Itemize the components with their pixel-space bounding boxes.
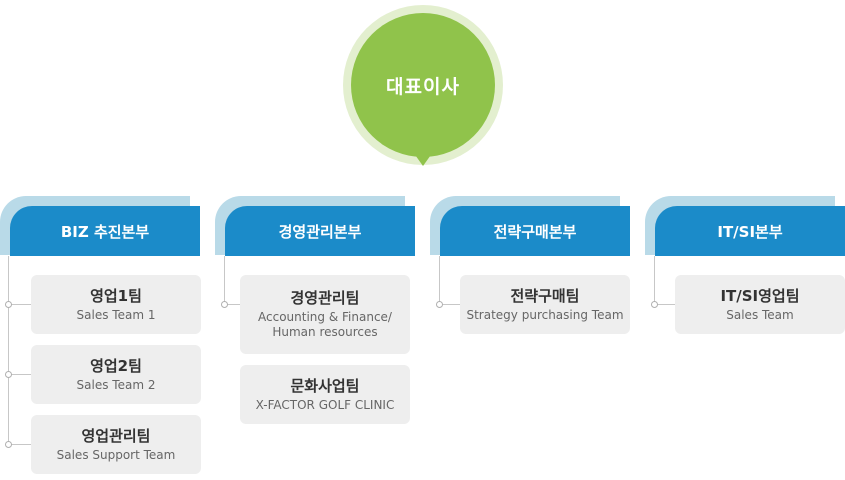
division-biz: BIZ 추진본부 xyxy=(0,196,200,256)
team-sales-2: 영업2팀 Sales Team 2 xyxy=(31,345,201,404)
team-english-name: X-FACTOR GOLF CLINIC xyxy=(255,397,395,412)
connector-dot xyxy=(5,441,12,448)
team-english-name: Sales Support Team xyxy=(56,447,176,462)
team-strategy-purchasing: 전략구매팀 Strategy purchasing Team xyxy=(460,275,630,334)
division-label: IT/SI본부 xyxy=(717,222,783,241)
connector-line xyxy=(654,256,655,304)
team-management: 경영관리팀 Accounting & Finance/ Human resour… xyxy=(240,275,410,354)
division-header: BIZ 추진본부 xyxy=(10,206,200,256)
team-english-name: Accounting & Finance/ Human resources xyxy=(258,310,392,339)
division-strategy-purchasing: 전략구매본부 xyxy=(430,196,630,256)
team-name: 영업관리팀 xyxy=(81,426,151,445)
connector-branch xyxy=(439,304,460,305)
team-english-name: Sales Team xyxy=(726,307,794,322)
ceo-label: 대표이사 xyxy=(386,75,460,98)
division-header: IT/SI본부 xyxy=(655,206,845,256)
connector-branch xyxy=(654,304,675,305)
connector-dot xyxy=(5,301,12,308)
team-name: 영업2팀 xyxy=(90,356,142,375)
connector-branch xyxy=(8,444,31,445)
team-english-name: Sales Team 2 xyxy=(76,377,156,392)
division-label: 경영관리본부 xyxy=(278,222,362,241)
division-management: 경영관리본부 xyxy=(215,196,415,256)
team-name: 영업1팀 xyxy=(90,286,142,305)
team-culture-business: 문화사업팀 X-FACTOR GOLF CLINIC xyxy=(240,365,410,424)
team-it-si-sales: IT/SI영업팀 Sales Team xyxy=(675,275,845,334)
ceo-node: 대표이사 xyxy=(351,13,495,157)
connector-branch xyxy=(8,304,31,305)
team-sales-support: 영업관리팀 Sales Support Team xyxy=(31,415,201,474)
division-header: 전략구매본부 xyxy=(440,206,630,256)
connector-line xyxy=(224,256,225,304)
connector-branch xyxy=(8,374,31,375)
team-name: 전략구매팀 xyxy=(510,286,580,305)
connector-dot xyxy=(651,301,658,308)
division-it-si: IT/SI본부 xyxy=(645,196,845,256)
connector-line xyxy=(8,256,9,444)
team-name: 경영관리팀 xyxy=(290,289,360,307)
division-label: BIZ 추진본부 xyxy=(60,222,150,241)
division-header: 경영관리본부 xyxy=(225,206,415,256)
team-sales-1: 영업1팀 Sales Team 1 xyxy=(31,275,201,334)
connector-dot xyxy=(221,301,228,308)
connector-dot xyxy=(5,371,12,378)
connector-dot xyxy=(436,301,443,308)
team-name: 문화사업팀 xyxy=(290,376,360,395)
team-english-name: Sales Team 1 xyxy=(76,307,156,322)
connector-branch xyxy=(224,304,240,305)
ceo-pointer-arrow xyxy=(413,152,433,166)
connector-line xyxy=(439,256,440,304)
division-label: 전략구매본부 xyxy=(493,222,577,241)
team-name: IT/SI영업팀 xyxy=(720,286,800,305)
team-english-name: Strategy purchasing Team xyxy=(466,307,624,322)
